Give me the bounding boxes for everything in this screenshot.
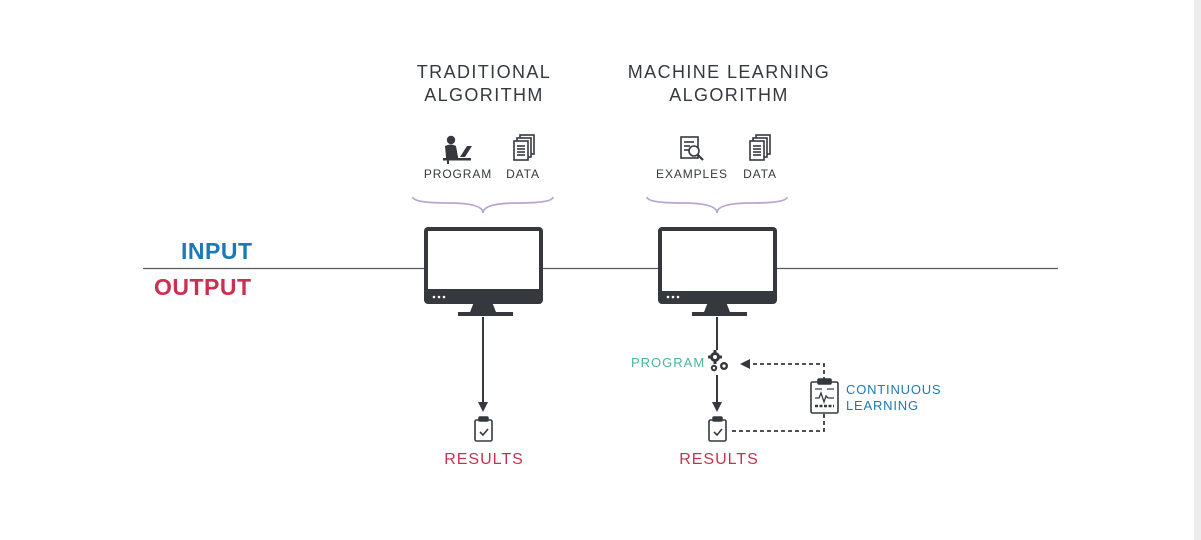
- gears-icon: [708, 350, 728, 372]
- continuous-learning-label: CONTINUOUS LEARNING: [846, 382, 941, 414]
- traditional-brace: [412, 196, 554, 214]
- feedback-loop-upper: [740, 359, 825, 381]
- traditional-heading-line1: TRADITIONAL: [416, 62, 552, 82]
- ml-heading-line2: ALGORITHM: [669, 85, 789, 105]
- window-edge-strip: [1194, 0, 1201, 540]
- traditional-heading-line2: ALGORITHM: [424, 85, 544, 105]
- document-stack-icon: [513, 134, 535, 161]
- traditional-results-label: RESULTS: [444, 451, 524, 468]
- ml-program-label: PROGRAM: [631, 355, 706, 370]
- document-magnifier-icon: [680, 136, 704, 161]
- continuous-learning-line2: LEARNING: [846, 398, 919, 413]
- traditional-monitor-icon: [424, 227, 543, 316]
- clipboard-chart-icon: [810, 378, 839, 414]
- ml-brace: [646, 196, 788, 214]
- traditional-algorithm-heading: TRADITIONAL ALGORITHM: [354, 61, 614, 107]
- traditional-data-label: DATA: [506, 167, 540, 181]
- clipboard-check-icon: [474, 416, 493, 442]
- traditional-program-label: PROGRAM: [423, 167, 493, 181]
- output-label: OUTPUT: [154, 274, 252, 300]
- ml-examples-label: EXAMPLES: [656, 167, 728, 181]
- clipboard-check-icon: [708, 416, 727, 442]
- input-label: INPUT: [181, 238, 253, 264]
- ml-heading-line1: MACHINE LEARNING: [627, 62, 831, 82]
- document-stack-icon: [749, 134, 771, 161]
- ml-monitor-icon: [658, 227, 777, 316]
- person-at-laptop-icon: [443, 135, 472, 164]
- ml-results-label: RESULTS: [679, 451, 759, 468]
- ml-data-label: DATA: [743, 167, 777, 181]
- ml-algorithm-heading: MACHINE LEARNING ALGORITHM: [599, 61, 859, 107]
- continuous-learning-line1: CONTINUOUS: [846, 382, 942, 397]
- feedback-loop-lower: [732, 413, 825, 432]
